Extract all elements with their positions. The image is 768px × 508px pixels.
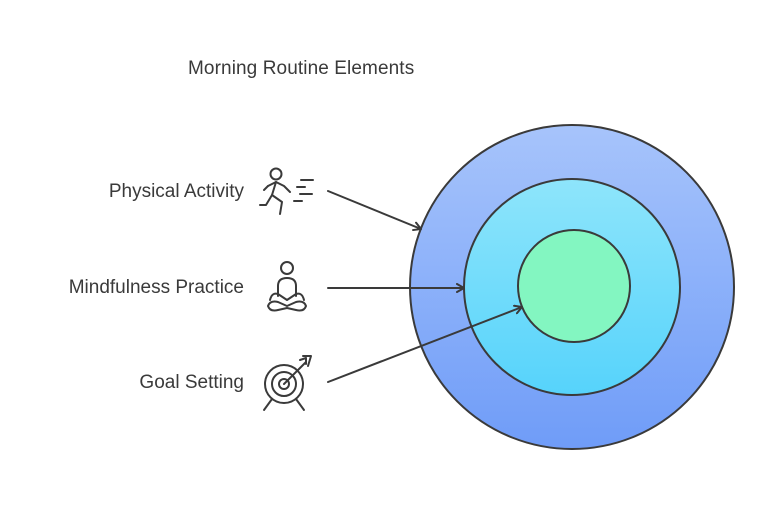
label-mindfulness-practice: Mindfulness Practice — [68, 277, 244, 298]
label-physical-activity: Physical Activity — [108, 181, 244, 202]
label-goal-setting: Goal Setting — [139, 372, 244, 393]
meditation-icon — [267, 261, 307, 312]
inner-circle-goal-setting — [517, 229, 631, 343]
arrow-goal-setting — [327, 304, 523, 383]
target-arrow-icon — [263, 355, 312, 411]
diagram-title: Morning Routine Elements — [188, 58, 415, 79]
running-person-icon — [259, 167, 314, 215]
arrow-physical-activity — [327, 190, 422, 232]
